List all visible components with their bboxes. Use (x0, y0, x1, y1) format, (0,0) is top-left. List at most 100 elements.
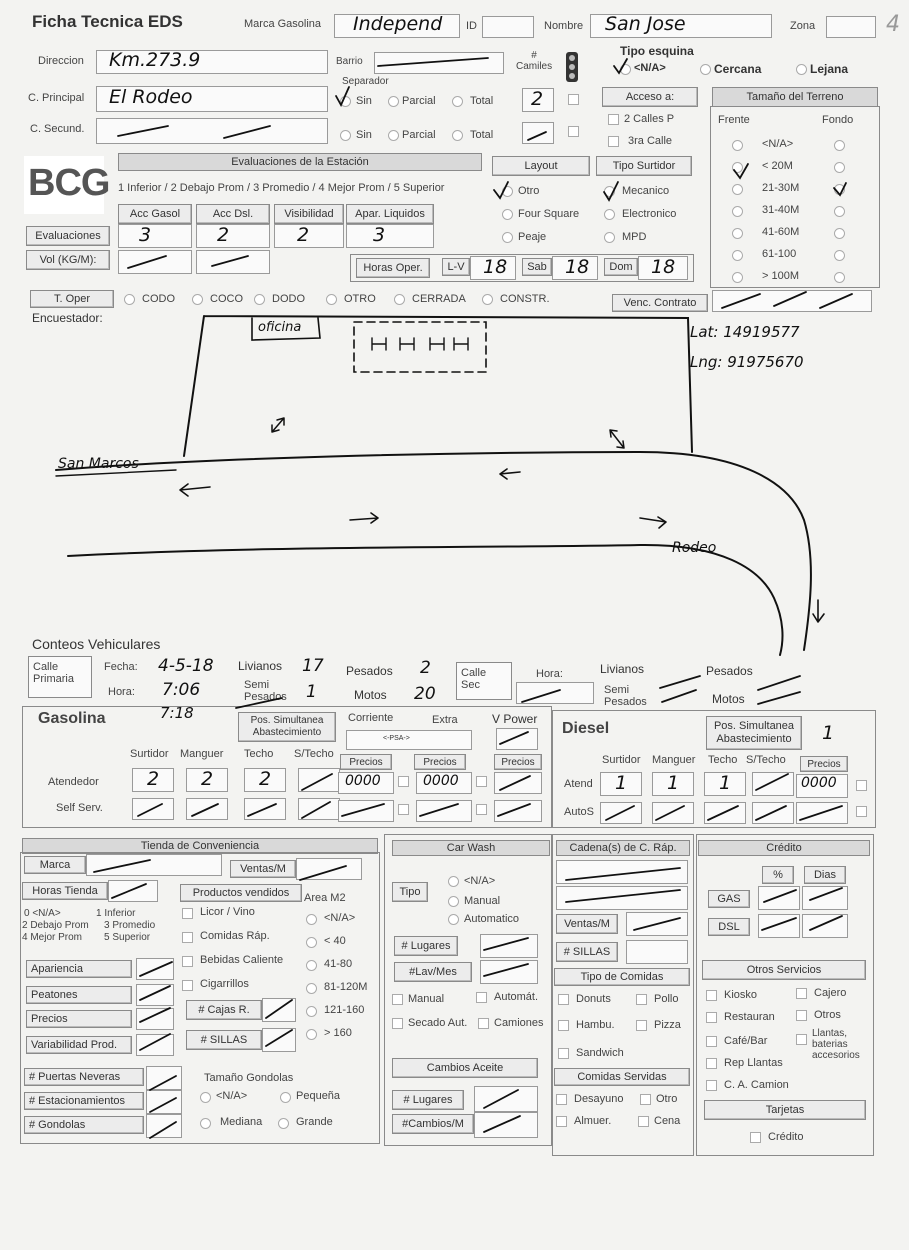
fondo-option-6-radio[interactable] (834, 272, 845, 283)
comida-donuts-check[interactable] (558, 994, 569, 1005)
esquina-lejana-radio[interactable] (796, 64, 807, 75)
servida-desayuno-check[interactable] (556, 1094, 567, 1105)
credito-gas-button[interactable]: GAS (708, 890, 750, 908)
aceite-lugares-button[interactable]: # Lugares (392, 1090, 464, 1110)
cadena-field-2[interactable] (556, 886, 688, 910)
gas-atend-surtidor-field[interactable]: 2 (132, 768, 174, 792)
direccion-field[interactable]: Km.273.9 (96, 49, 328, 74)
producto-2-check[interactable] (182, 956, 193, 967)
aceite-cambios-field[interactable] (474, 1112, 538, 1138)
tienda-row-2-field[interactable] (136, 1008, 174, 1030)
cw-manual-check[interactable] (392, 994, 403, 1005)
toper-option-3-radio[interactable] (326, 294, 337, 305)
dsl-atend-stecho-field[interactable] (752, 772, 794, 796)
sep1-parcial-radio[interactable] (388, 96, 399, 107)
frente-option-1-radio[interactable] (732, 162, 743, 173)
area-option-5-radio[interactable] (306, 1029, 317, 1040)
servida-almuer-check[interactable] (556, 1116, 567, 1127)
carwash-lav-button[interactable]: #Lav/Mes (394, 962, 472, 982)
dsl-atend-manguer-field[interactable]: 1 (652, 772, 694, 796)
corriente-extra-field[interactable]: <-PSA-> (346, 730, 472, 750)
serv-rep-llantas-check[interactable] (706, 1058, 717, 1069)
gondola-na-radio[interactable] (200, 1092, 211, 1103)
carwash-na-radio[interactable] (448, 876, 459, 887)
comida-hambu-check[interactable] (558, 1020, 569, 1031)
servida-otro-check[interactable] (640, 1094, 651, 1105)
esquina-cercana-radio[interactable] (700, 64, 711, 75)
tipo-surtidor-button[interactable]: Tipo Surtidor (596, 156, 692, 176)
gas-pct-field[interactable] (758, 886, 800, 910)
horas-oper-button[interactable]: Horas Oper. (356, 258, 430, 278)
surtidor-electronico-radio[interactable] (604, 209, 615, 220)
lv-field[interactable]: 18 (470, 256, 516, 280)
carwash-tipo-button[interactable]: Tipo (392, 882, 428, 902)
gas-precio1-field[interactable]: 0000 (338, 772, 394, 794)
camiles2-check[interactable] (568, 126, 579, 137)
gas-precio3-button[interactable]: Precios (494, 754, 542, 770)
gas-precio3-field[interactable] (494, 772, 542, 794)
gondola-grande-radio[interactable] (278, 1118, 289, 1129)
area-option-3-radio[interactable] (306, 983, 317, 994)
tienda-row-3-button[interactable]: Variabilidad Prod. (26, 1036, 132, 1054)
comidas-servidas-header[interactable]: Comidas Servidas (554, 1068, 690, 1086)
carwash-lugares-button[interactable]: # Lugares (394, 936, 458, 956)
dos-calles-check[interactable] (608, 114, 619, 125)
acceso-button[interactable]: Acceso a: (602, 87, 698, 107)
barrio-field[interactable] (374, 52, 504, 74)
dsl-precio-check[interactable] (856, 780, 867, 791)
dom-field[interactable]: 18 (638, 256, 688, 280)
serv-kiosko-check[interactable] (706, 990, 717, 1001)
servida-cena-check[interactable] (638, 1116, 649, 1127)
cw-secado-check[interactable] (392, 1018, 403, 1029)
dsl-autos-precio-check[interactable] (856, 806, 867, 817)
venc-contrato-button[interactable]: Venc. Contrato (612, 294, 708, 312)
comida-sandwich-check[interactable] (558, 1048, 569, 1059)
productos-button[interactable]: Productos vendidos (180, 884, 302, 902)
gas-dias-field[interactable] (802, 886, 848, 910)
sep2-sin-radio[interactable] (340, 130, 351, 141)
frente-option-6-radio[interactable] (732, 272, 743, 283)
sab-button[interactable]: Sab (522, 258, 552, 276)
lv-button[interactable]: L-V (442, 258, 470, 276)
serv-ca-camion-check[interactable] (706, 1080, 717, 1091)
dsl-autos-manguer-field[interactable] (652, 802, 694, 824)
dsl-dias-field[interactable] (802, 914, 848, 938)
dsl-precio-field[interactable]: 0000 (796, 774, 848, 798)
gondola-pequena-radio[interactable] (280, 1092, 291, 1103)
layout-peaje-radio[interactable] (502, 232, 513, 243)
tienda-count-0-field[interactable] (146, 1066, 182, 1090)
sep1-total-radio[interactable] (452, 96, 463, 107)
fondo-option-0-radio[interactable] (834, 140, 845, 151)
marca-field[interactable]: Independ (334, 13, 460, 38)
area-option-4-radio[interactable] (306, 1006, 317, 1017)
frente-option-5-radio[interactable] (732, 250, 743, 261)
tienda-row-1-button[interactable]: Peatones (26, 986, 132, 1004)
fondo-option-3-radio[interactable] (834, 206, 845, 217)
acc-dsl-button[interactable]: Acc Dsl. (196, 204, 270, 224)
dsl-atend-techo-field[interactable]: 1 (704, 772, 746, 796)
apar-liquidos-button[interactable]: Apar. Liquidos (346, 204, 434, 224)
gas-precio2-field[interactable]: 0000 (416, 772, 472, 794)
vol-dsl-field[interactable] (196, 250, 270, 274)
visibilidad-button[interactable]: Visibilidad (274, 204, 344, 224)
eval-visibilidad-field[interactable]: 2 (274, 224, 344, 248)
venc-contrato-field[interactable] (712, 290, 872, 312)
gasolina-pos-sim-button[interactable]: Pos. Simultanea Abastecimiento (238, 712, 336, 742)
eval-apar-liquidos-field[interactable]: 3 (346, 224, 434, 248)
c-secund-field[interactable] (96, 118, 328, 144)
toper-option-0-radio[interactable] (124, 294, 135, 305)
toper-option-5-radio[interactable] (482, 294, 493, 305)
toper-option-2-radio[interactable] (254, 294, 265, 305)
fondo-option-4-radio[interactable] (834, 228, 845, 239)
dsl-precios-button[interactable]: Precios (800, 756, 848, 772)
fondo-option-5-radio[interactable] (834, 250, 845, 261)
tienda-marca-button[interactable]: Marca (24, 856, 86, 874)
comida-pizza-check[interactable] (636, 1020, 647, 1031)
gas-self-precio2-field[interactable] (416, 800, 472, 822)
layout-button[interactable]: Layout (492, 156, 590, 176)
producto-0-check[interactable] (182, 908, 193, 919)
tienda-marca-field[interactable] (86, 854, 222, 876)
camiles-check[interactable] (568, 94, 579, 105)
sep2-parcial-radio[interactable] (388, 130, 399, 141)
frente-option-2-radio[interactable] (732, 184, 743, 195)
